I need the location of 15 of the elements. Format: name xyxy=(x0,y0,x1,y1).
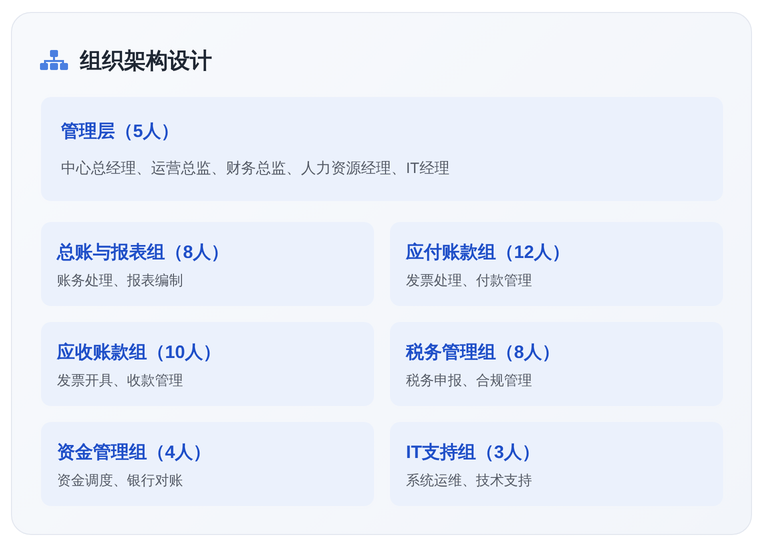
role-description: 税务申报、合规管理 xyxy=(406,372,532,390)
role-description: 发票处理、付款管理 xyxy=(406,272,532,290)
group-title: 资金管理组（4人） xyxy=(57,441,212,464)
role-description: 账务处理、报表编制 xyxy=(57,272,183,290)
group-title: 应付账款组（12人） xyxy=(406,241,570,264)
diagram-title: 组织架构设计 xyxy=(80,47,212,75)
role-description: 系统运维、技术支持 xyxy=(406,472,532,490)
group-title: 应收账款组（10人） xyxy=(57,341,222,364)
group-title: 总账与报表组（8人） xyxy=(57,241,230,264)
group-title: 管理层（5人） xyxy=(61,120,180,143)
group-title: IT支持组（3人） xyxy=(406,441,540,464)
role-description: 发票开具、收款管理 xyxy=(57,372,183,390)
role-description: 中心总经理、运营总监、财务总监、人力资源经理、IT经理 xyxy=(61,159,450,178)
role-description: 资金调度、银行对账 xyxy=(57,472,183,490)
group-title: 税务管理组（8人） xyxy=(406,341,560,364)
